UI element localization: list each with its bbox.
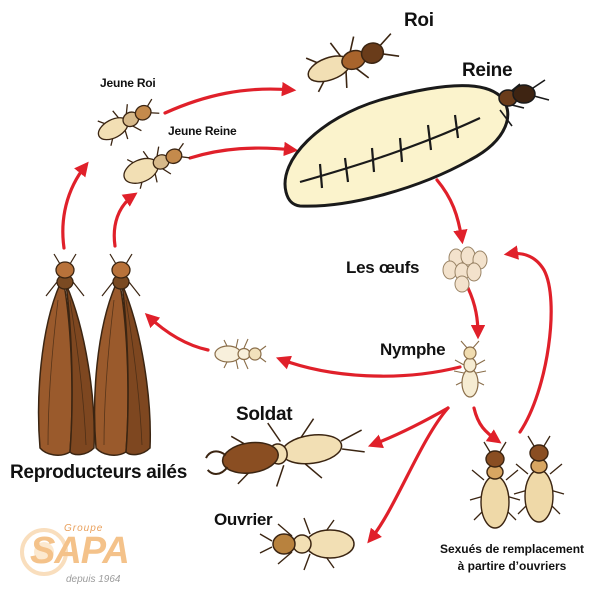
- arrow-eggs-to-nymph: [466, 286, 486, 340]
- arrow-replacement-to-eggs: [503, 245, 553, 434]
- arrow-nymph-to-worker: [367, 406, 450, 544]
- label-jeune-roi: Jeune Roi: [100, 76, 156, 90]
- label-reine: Reine: [462, 60, 513, 81]
- young-queen-termite: [123, 142, 191, 189]
- arrow-queen-to-eggs: [435, 178, 468, 245]
- arrow-young-queen-to-queen: [188, 141, 299, 160]
- young-king-termite: [97, 98, 160, 146]
- arrow-nymph-to-replacement: [472, 406, 502, 444]
- arrow-young-king-to-king: [163, 81, 297, 115]
- arrow-pale-nymph-to-winged: [144, 313, 210, 352]
- label-jeune-reine: Jeune Reine: [168, 124, 237, 138]
- cycle-arrows: [61, 81, 553, 544]
- replacement-reproductive-left: [469, 441, 521, 529]
- label-nymphe: Nymphe: [380, 340, 446, 359]
- logo-group-text: Groupe: [64, 523, 104, 534]
- pale-nymph-termite: [214, 338, 267, 370]
- winged-reproductive-left: [37, 253, 95, 456]
- king-termite: [305, 33, 400, 93]
- arrow-winged-left-to-young-king: [61, 161, 89, 250]
- worker-termite: [259, 517, 355, 571]
- label-ouvrier: Ouvrier: [214, 510, 273, 529]
- soldier-termite: [205, 418, 365, 487]
- eggs-cluster: [442, 246, 488, 293]
- label-sexues-line2: à partire d’ouvriers: [457, 559, 567, 573]
- sapa-logo-mark: [20, 528, 68, 576]
- label-sexues-line1: Sexués de remplacement: [439, 542, 585, 556]
- arrow-nymph-to-pale-nymph: [275, 355, 462, 378]
- label-reproducteurs-ailes: Reproducteurs ailés: [10, 462, 187, 483]
- replacement-reproductive-right: [513, 435, 565, 523]
- label-soldat: Soldat: [236, 404, 293, 425]
- logo-brand-text: SAPA: [30, 530, 130, 572]
- queen-termite: [283, 79, 550, 208]
- label-oeufs: Les œufs: [346, 258, 420, 277]
- nymph-termite: [453, 340, 487, 398]
- arrow-winged-right-to-young-queen: [112, 192, 138, 248]
- winged-reproductive-right: [93, 253, 151, 456]
- logo-since-text: depuis 1964: [66, 574, 121, 585]
- label-sexues-remplacement: Sexués de remplacement à partire d’ouvri…: [432, 541, 592, 575]
- arrow-nymph-to-soldier: [367, 406, 450, 449]
- label-roi: Roi: [404, 10, 434, 31]
